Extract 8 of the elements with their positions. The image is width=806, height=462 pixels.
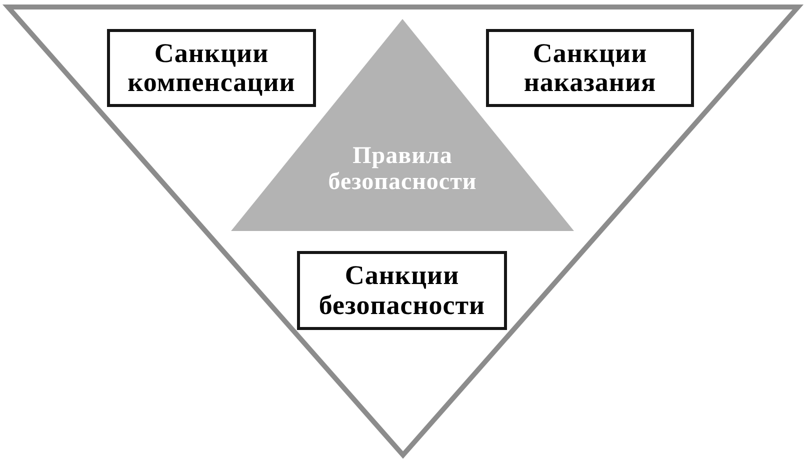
box-text: Санкции наказания <box>522 38 658 98</box>
outlined-box <box>297 251 507 330</box>
outer-triangle <box>5 4 801 458</box>
box-text: Санкции безопасности <box>318 261 486 320</box>
triangle-text: Правила безопасности <box>327 144 478 196</box>
outlined-box <box>107 29 316 107</box>
outlined-box <box>486 29 694 107</box>
box-text: Санкции компенсации <box>126 38 296 98</box>
